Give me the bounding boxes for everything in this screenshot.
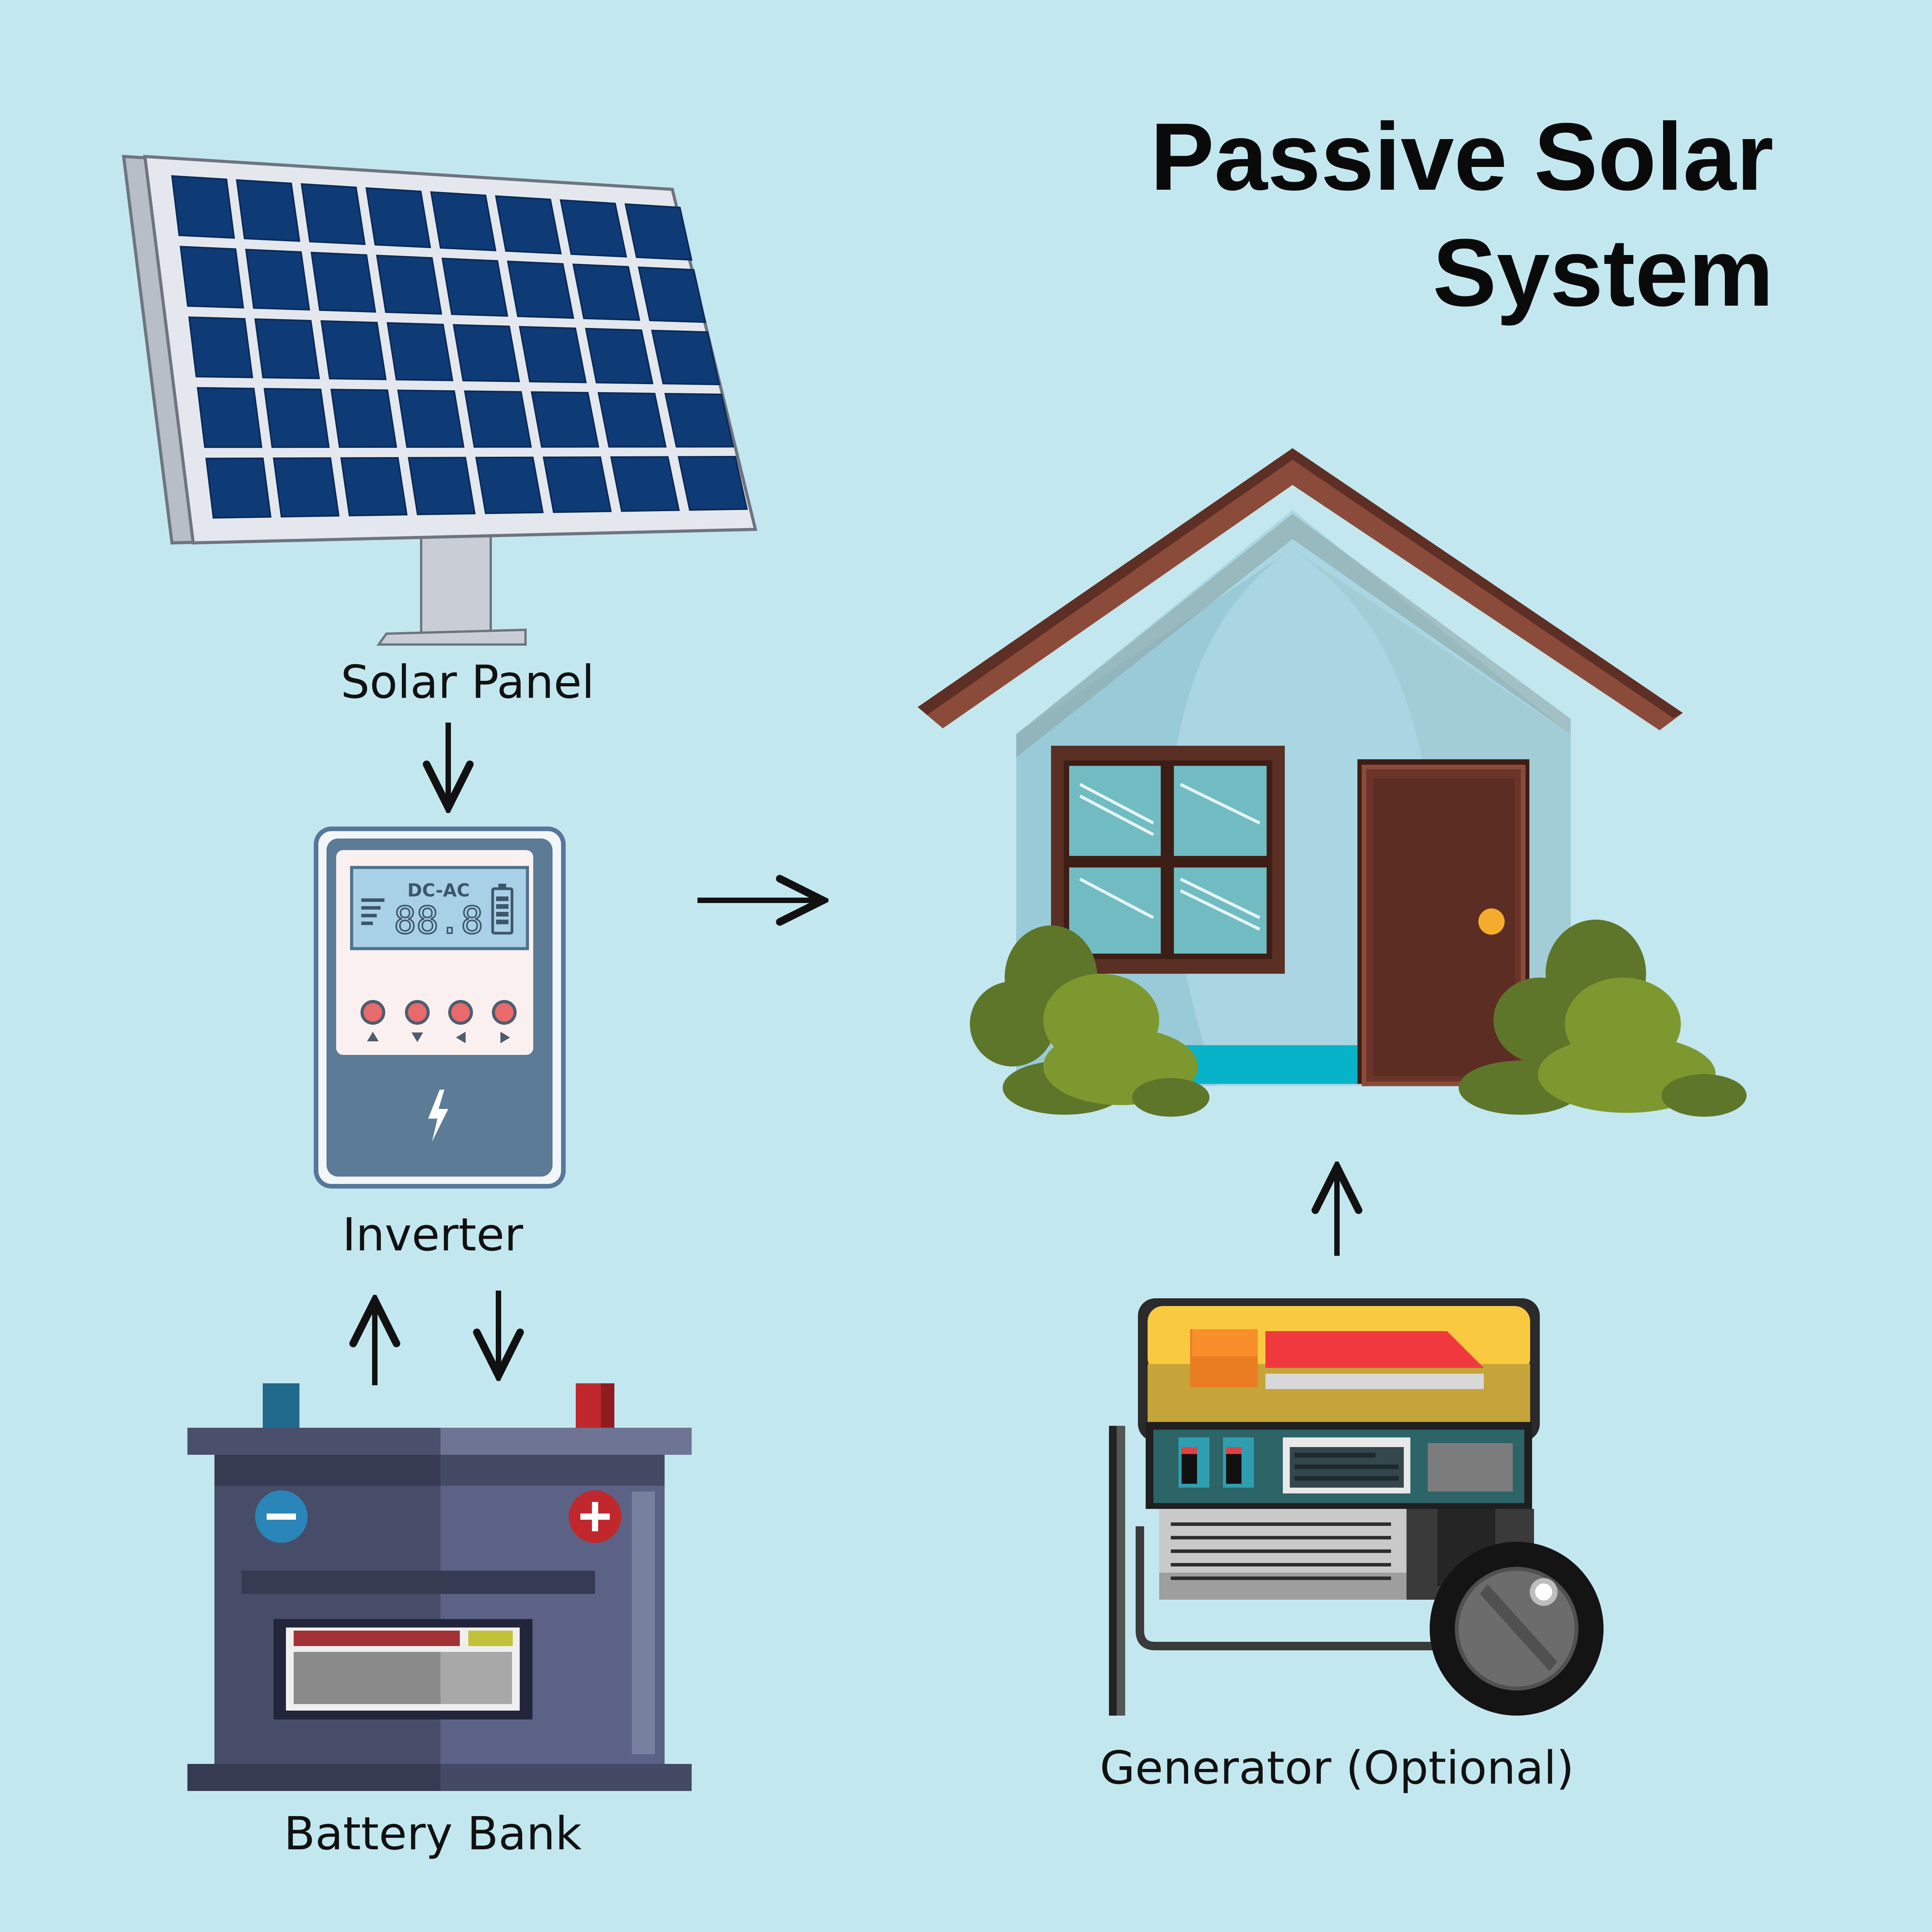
solar-cell xyxy=(441,257,509,317)
lightning-bolt-icon xyxy=(428,1090,448,1142)
solar-cell xyxy=(531,391,599,448)
house-icon xyxy=(918,448,1747,1117)
solar-cell xyxy=(310,252,376,313)
solar-cell xyxy=(171,175,235,239)
generator-vents xyxy=(1171,1522,1391,1580)
inverter-buttons xyxy=(361,1000,517,1043)
solar-cell xyxy=(452,324,520,383)
solar-cell xyxy=(320,320,387,380)
solar-cell xyxy=(254,318,320,379)
solar-cell xyxy=(519,326,587,383)
battery-bank-icon xyxy=(187,1383,692,1791)
solar-cell xyxy=(376,255,442,315)
solar-cell xyxy=(264,388,330,448)
solar-cell xyxy=(197,387,262,448)
solar-panel-label: Solar Panel xyxy=(340,655,595,709)
solar-cell xyxy=(475,456,544,514)
solar-cell xyxy=(610,456,680,512)
solar-cell xyxy=(330,389,397,448)
inverter-icon: DC-AC 88.8 xyxy=(314,827,566,1189)
door-knob-icon xyxy=(1478,908,1505,935)
solar-cell xyxy=(624,203,693,261)
solar-cell xyxy=(572,264,641,321)
solar-cell xyxy=(273,457,340,518)
bush-left-icon xyxy=(970,925,1209,1117)
solar-cell xyxy=(205,457,272,519)
solar-cell xyxy=(664,393,734,448)
solar-panel-icon xyxy=(122,155,758,646)
solar-cell xyxy=(495,195,562,255)
diagram-title: Passive Solar System xyxy=(889,99,1774,330)
solar-panel-cells xyxy=(171,175,748,519)
generator-icon xyxy=(1109,1298,1604,1716)
battery-bank-label: Battery Bank xyxy=(284,1807,582,1860)
solar-cell xyxy=(507,260,575,319)
inverter-label: Inverter xyxy=(342,1208,523,1261)
solar-cell xyxy=(464,390,532,448)
solar-cell xyxy=(560,199,627,258)
generator-label: Generator (Optional) xyxy=(1100,1741,1574,1794)
solar-cell xyxy=(597,392,667,448)
title-line-2: System xyxy=(1432,219,1774,326)
solar-cell xyxy=(585,328,654,384)
flow-arrows xyxy=(375,723,1337,1385)
solar-cell xyxy=(301,183,366,245)
solar-cell xyxy=(408,457,476,515)
inverter-mode-text: DC-AC xyxy=(407,880,469,901)
solar-cell xyxy=(638,266,707,323)
solar-cell xyxy=(386,322,454,381)
solar-cell xyxy=(340,457,408,517)
solar-cell xyxy=(397,389,465,448)
inverter-reading-text: 88.8 xyxy=(394,899,483,942)
solar-cell xyxy=(430,191,497,252)
solar-cell xyxy=(188,316,253,378)
solar-cell xyxy=(245,248,310,311)
solar-cell xyxy=(651,330,720,385)
solar-cell xyxy=(180,246,244,309)
solar-cell xyxy=(236,179,301,242)
bush-right-icon xyxy=(1459,920,1747,1117)
title-line-1: Passive Solar xyxy=(1150,103,1774,210)
solar-cell xyxy=(543,456,612,513)
solar-cell xyxy=(677,456,748,511)
solar-cell xyxy=(365,187,431,248)
